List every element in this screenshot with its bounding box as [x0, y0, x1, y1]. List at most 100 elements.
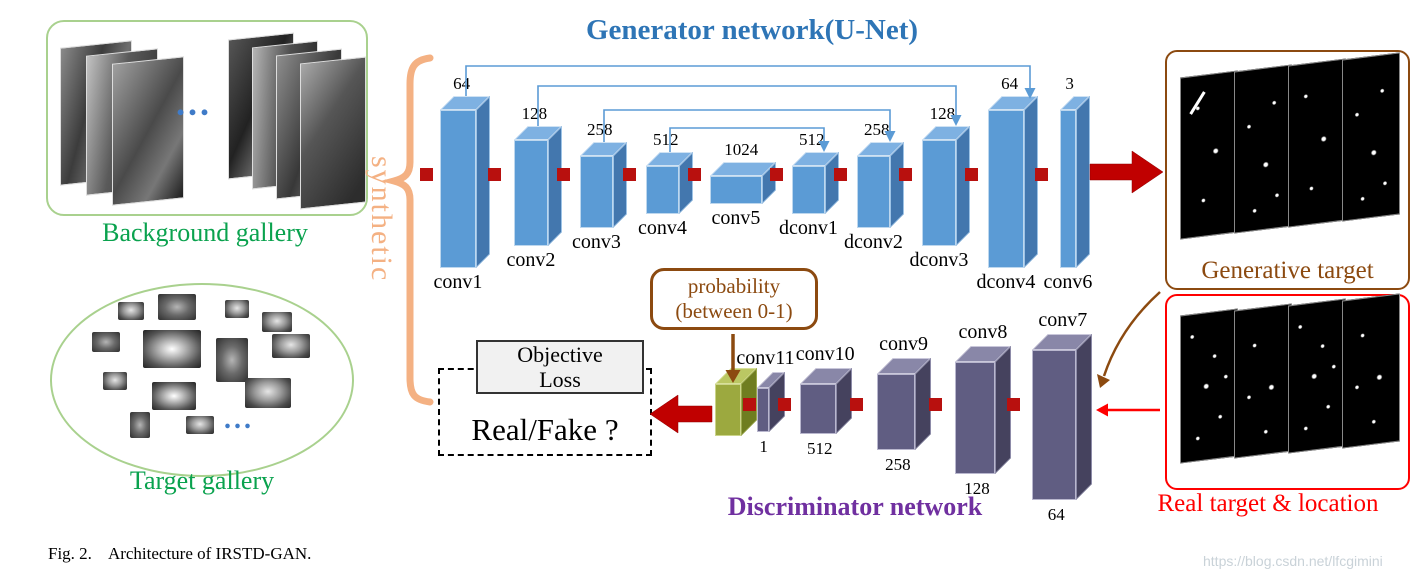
background-image [112, 56, 184, 206]
block-side-face [1076, 96, 1090, 268]
block-front-face [757, 388, 769, 432]
synthetic-brace [380, 54, 434, 406]
layer-name-label: conv4 [638, 217, 687, 239]
generated-target-image [1180, 70, 1238, 240]
block-front-face [1032, 350, 1076, 500]
block-front-face [922, 140, 956, 246]
block-front-face [1060, 110, 1076, 268]
target-gallery-ellipsis: ... [224, 404, 254, 435]
block-side-face [476, 96, 490, 268]
dconv1-block: 512 dconv1 [779, 130, 839, 239]
block-front-face [646, 166, 679, 214]
feature-connector [623, 168, 636, 181]
channels-label: 128 [929, 104, 956, 123]
target-chip [143, 330, 201, 368]
channels-label: 128 [521, 104, 548, 123]
feature-connector [420, 168, 433, 181]
layer-name-label: conv9 [879, 333, 929, 355]
background-image [300, 56, 366, 210]
generative-to-discriminator-arrow [1102, 291, 1161, 377]
target-chip [92, 332, 120, 352]
block-side-face [613, 142, 627, 228]
layer-name-label: conv1 [433, 271, 483, 293]
probability-line1: probability [687, 274, 781, 298]
feature-connector [834, 168, 847, 181]
block-side-face [1024, 96, 1038, 268]
target-chip [152, 382, 196, 410]
layer-name-label: dconv4 [976, 271, 1036, 293]
channels-label: 258 [587, 120, 613, 139]
conv9-block: 258 conv9 [877, 333, 931, 474]
skip-connection-arrow [603, 109, 891, 142]
probability-output-block [715, 368, 757, 436]
generated-target-image [1288, 58, 1346, 228]
feature-connector [743, 398, 756, 411]
generator-network-title: Generator network(U-Net) [585, 14, 919, 46]
feature-connector [965, 168, 978, 181]
layer-name-label: conv8 [958, 321, 1008, 343]
probability-line2: (between 0-1) [675, 299, 793, 323]
channels-label: 258 [885, 455, 911, 474]
block-front-face [792, 166, 825, 214]
layer-name-label: conv5 [711, 207, 761, 229]
target-chip [103, 372, 127, 390]
layer-name-label: conv6 [1043, 271, 1093, 293]
channels-label: 512 [799, 130, 825, 149]
generator-output-arrow [1089, 150, 1164, 194]
block-front-face [877, 374, 915, 450]
channels-label: 512 [807, 439, 833, 458]
background-gallery-box [46, 20, 368, 216]
real-target-image [1234, 303, 1292, 459]
feature-connector [929, 398, 942, 411]
target-gallery-ellipse [50, 283, 354, 477]
synthetic-label: synthetic [365, 156, 398, 283]
layer-name-label: dconv1 [779, 217, 838, 239]
real-target-label: Real target & location [1157, 490, 1379, 517]
generated-target-image [1234, 64, 1292, 234]
feature-connector [557, 168, 570, 181]
feature-connector [850, 398, 863, 411]
probability-box: probability (between 0-1) [650, 268, 818, 330]
channels-label: 512 [653, 130, 679, 149]
layer-name-label: conv11 [736, 347, 795, 369]
block-side-face [956, 126, 970, 246]
feature-connector [1007, 398, 1020, 411]
layer-name-label: conv2 [506, 249, 556, 271]
block-side-face [1076, 334, 1092, 500]
feature-connector [1035, 168, 1048, 181]
block-front-face [857, 156, 890, 228]
block-front-face [710, 176, 762, 204]
channels-label: 128 [964, 479, 990, 498]
objective-line2: Loss [539, 367, 581, 392]
block-side-face [890, 142, 904, 228]
block-front-face [440, 110, 476, 268]
channels-label: 1 [759, 437, 768, 456]
channels-label: 3 [1065, 74, 1074, 93]
real-target-image [1180, 308, 1238, 464]
target-chip [272, 334, 310, 358]
feature-connector [488, 168, 501, 181]
real-fake-label: Real/Fake ? [471, 412, 619, 447]
generative-target-box: Generative target [1165, 50, 1410, 290]
feature-connector [778, 398, 791, 411]
conv11-block: 1 conv11 [736, 347, 794, 456]
skip-connection-arrow [465, 65, 1031, 96]
block-front-face [580, 156, 613, 228]
block-front-face [800, 384, 836, 434]
layer-name-label: conv10 [795, 343, 855, 365]
background-gallery-label: Background gallery [102, 218, 308, 247]
target-chip [158, 294, 196, 320]
conv8-block: 128 conv8 [955, 321, 1011, 498]
target-chip [262, 312, 292, 332]
red-arrowhead-icon [1096, 403, 1108, 417]
conv2-block: 128 conv2 [507, 104, 562, 271]
brown-arrowhead-icon [1097, 374, 1110, 388]
